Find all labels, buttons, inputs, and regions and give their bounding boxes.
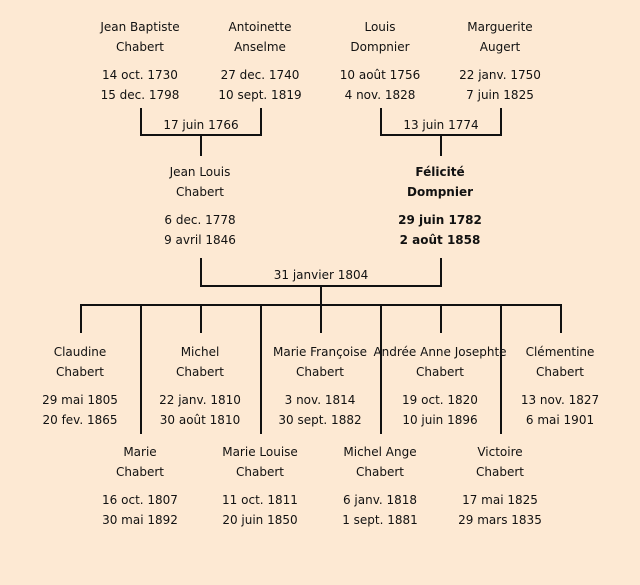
connector-line — [440, 304, 442, 333]
person-birth-date: 6 dec. 1778 — [164, 213, 236, 227]
person-first-name: Clémentine — [525, 345, 595, 359]
person-death-date: 7 juin 1825 — [466, 88, 534, 102]
person-marguerite-augert[interactable]: Marguerite Augert 22 janv. 1750 7 juin 1… — [430, 17, 570, 105]
person-first-name: Claudine — [53, 345, 107, 359]
connector-line — [200, 134, 202, 156]
person-death-date: 9 avril 1846 — [164, 233, 236, 247]
person-last-name: Chabert — [236, 465, 284, 479]
person-michel-chabert[interactable]: Michel Chabert 22 janv. 1810 30 août 181… — [130, 342, 270, 430]
person-birth-date: 29 juin 1782 — [398, 213, 482, 227]
person-last-name: Chabert — [176, 185, 224, 199]
person-first-name: Marguerite — [467, 20, 533, 34]
person-birth-date: 29 mai 1805 — [42, 393, 118, 407]
person-birth-date: 22 janv. 1810 — [159, 393, 241, 407]
person-andree-anne-josephte-chabert[interactable]: Andrée Anne Josephte Chabert 19 oct. 182… — [370, 342, 510, 430]
person-death-date: 2 août 1858 — [399, 233, 481, 247]
person-first-name: Jean Louis — [169, 165, 231, 179]
marriage-date-maternal: 13 juin 1774 — [403, 118, 479, 132]
person-last-name: Dompnier — [350, 40, 410, 54]
connector-line — [560, 304, 562, 333]
person-death-date: 30 sept. 1882 — [278, 413, 362, 427]
connector-line — [380, 108, 382, 136]
person-death-date: 15 dec. 1798 — [100, 88, 180, 102]
person-birth-date: 14 oct. 1730 — [102, 68, 178, 82]
person-birth-date: 13 nov. 1827 — [520, 393, 600, 407]
connector-line — [440, 134, 442, 156]
person-death-date: 30 mai 1892 — [102, 513, 178, 527]
person-birth-date: 10 août 1756 — [339, 68, 421, 82]
person-birth-date: 27 dec. 1740 — [220, 68, 300, 82]
person-antoinette-anselme[interactable]: Antoinette Anselme 27 dec. 1740 10 sept.… — [190, 17, 330, 105]
person-birth-date: 17 mai 1825 — [462, 493, 538, 507]
connector-line — [440, 258, 442, 287]
connector-line — [500, 304, 502, 434]
person-victoire-chabert[interactable]: Victoire Chabert 17 mai 1825 29 mars 183… — [430, 442, 570, 530]
person-last-name: Chabert — [296, 365, 344, 379]
person-marie-chabert[interactable]: Marie Chabert 16 oct. 1807 30 mai 1892 — [70, 442, 210, 530]
person-last-name: Chabert — [116, 40, 164, 54]
person-first-name: Antoinette — [228, 20, 292, 34]
person-last-name: Chabert — [476, 465, 524, 479]
person-first-name: Marie Françoise — [272, 345, 367, 359]
person-first-name: Marie Louise — [222, 445, 298, 459]
person-death-date: 4 nov. 1828 — [344, 88, 416, 102]
person-death-date: 6 mai 1901 — [525, 413, 595, 427]
person-clementine-chabert[interactable]: Clémentine Chabert 13 nov. 1827 6 mai 19… — [490, 342, 630, 430]
person-last-name: Anselme — [234, 40, 286, 54]
person-birth-date: 16 oct. 1807 — [102, 493, 178, 507]
person-marie-francoise-chabert[interactable]: Marie Françoise Chabert 3 nov. 1814 30 s… — [250, 342, 390, 430]
person-death-date: 20 fev. 1865 — [42, 413, 118, 427]
person-death-date: 10 juin 1896 — [402, 413, 478, 427]
person-first-name: Jean Baptiste — [100, 20, 180, 34]
person-first-name: Michel Ange — [343, 445, 417, 459]
person-first-name: Marie — [123, 445, 157, 459]
person-louis-dompnier[interactable]: Louis Dompnier 10 août 1756 4 nov. 1828 — [310, 17, 450, 105]
connector-line — [260, 304, 262, 434]
person-last-name: Augert — [479, 40, 521, 54]
person-last-name: Chabert — [116, 465, 164, 479]
person-claudine-chabert[interactable]: Claudine Chabert 29 mai 1805 20 fev. 186… — [10, 342, 150, 430]
connector-line — [200, 304, 202, 333]
person-first-name: Félicité — [415, 165, 465, 179]
person-last-name: Chabert — [536, 365, 584, 379]
person-death-date: 10 sept. 1819 — [218, 88, 302, 102]
person-felicite-dompnier-selected[interactable]: Félicité Dompnier 29 juin 1782 2 août 18… — [370, 162, 510, 250]
connector-line — [320, 304, 322, 333]
person-first-name: Louis — [364, 20, 396, 34]
marriage-date-paternal: 17 juin 1766 — [163, 118, 239, 132]
connector-line — [260, 108, 262, 136]
person-death-date: 1 sept. 1881 — [342, 513, 418, 527]
person-birth-date: 3 nov. 1814 — [284, 393, 356, 407]
marriage-date-parents: 31 janvier 1804 — [273, 268, 369, 282]
person-jean-baptiste-chabert[interactable]: Jean Baptiste Chabert 14 oct. 1730 15 de… — [70, 17, 210, 105]
person-last-name: Chabert — [356, 465, 404, 479]
person-first-name: Victoire — [477, 445, 523, 459]
person-death-date: 29 mars 1835 — [458, 513, 542, 527]
connector-line — [320, 285, 322, 306]
connector-line — [80, 304, 82, 333]
connector-line — [140, 108, 142, 136]
person-birth-date: 6 janv. 1818 — [342, 493, 418, 507]
person-michel-ange-chabert[interactable]: Michel Ange Chabert 6 janv. 1818 1 sept.… — [310, 442, 450, 530]
person-jean-louis-chabert[interactable]: Jean Louis Chabert 6 dec. 1778 9 avril 1… — [130, 162, 270, 250]
connector-line — [500, 108, 502, 136]
person-first-name: Andrée Anne Josephte — [373, 345, 507, 359]
person-death-date: 20 juin 1850 — [222, 513, 298, 527]
connector-line — [380, 304, 382, 434]
person-last-name: Chabert — [176, 365, 224, 379]
person-birth-date: 11 oct. 1811 — [222, 493, 298, 507]
person-first-name: Michel — [180, 345, 220, 359]
person-marie-louise-chabert[interactable]: Marie Louise Chabert 11 oct. 1811 20 jui… — [190, 442, 330, 530]
connector-line — [140, 304, 142, 434]
person-last-name: Chabert — [416, 365, 464, 379]
person-birth-date: 19 oct. 1820 — [402, 393, 478, 407]
person-last-name: Chabert — [56, 365, 104, 379]
person-last-name: Dompnier — [406, 185, 473, 199]
person-death-date: 30 août 1810 — [159, 413, 241, 427]
connector-line — [200, 258, 202, 287]
person-birth-date: 22 janv. 1750 — [459, 68, 541, 82]
